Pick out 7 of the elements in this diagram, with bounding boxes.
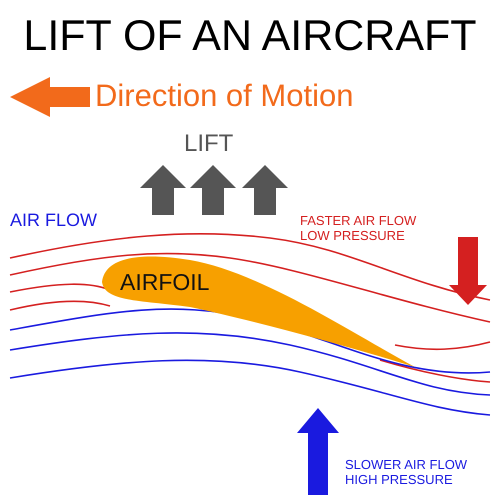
part-label: AIRFOIL (120, 269, 210, 296)
force-label: LIFT (184, 130, 234, 158)
pressure-note: FASTER AIR FLOW LOW PRESSURE (300, 214, 418, 244)
title: LIFT OF AN AIRCRAFT (22, 12, 478, 62)
pressure-note: SLOWER AIR FLOW HIGH PRESSURE (345, 458, 468, 488)
flow-label: AIR FLOW (10, 210, 98, 231)
direction-label: Direction of Motion (95, 78, 354, 114)
